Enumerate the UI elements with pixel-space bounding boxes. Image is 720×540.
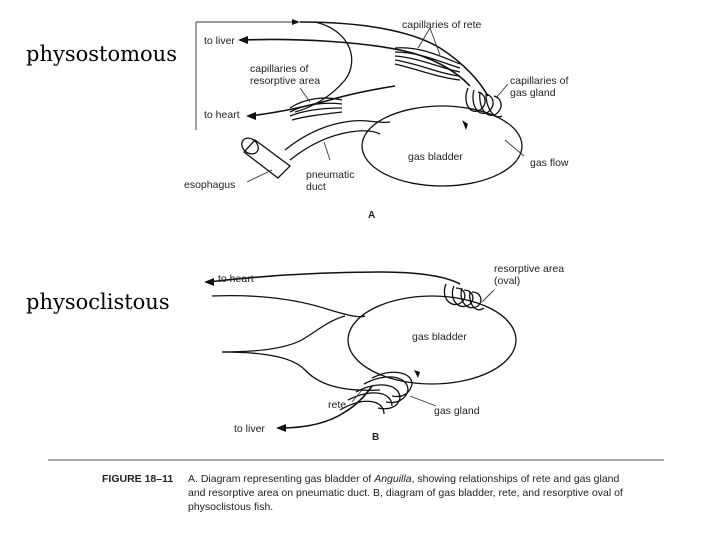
panel-b-letter: B	[372, 432, 379, 443]
pneumatic-duct-label-1: pneumatic	[306, 169, 354, 181]
gas-bladder-b	[347, 295, 517, 385]
panel-a-letter: A	[368, 210, 375, 221]
figure-caption: FIGURE 18–11 A. Diagram representing gas…	[48, 459, 664, 513]
gas-bladder-a	[361, 105, 523, 187]
gas-gland-capillaries	[465, 87, 503, 118]
figure-number: FIGURE 18–11	[102, 473, 173, 485]
caption-line-2: and resorptive area on pneumatic duct. B…	[188, 487, 623, 499]
gas-bladder-label-a: gas bladder	[408, 151, 463, 163]
rete-capillaries	[394, 47, 461, 81]
branch-upper	[221, 315, 346, 353]
to-heart-label-a: to heart	[204, 109, 240, 121]
to-liver-label-a: to liver	[204, 35, 235, 47]
resorptive-area-label-1: resorptive area	[494, 263, 564, 275]
pneumatic-duct-label-2: duct	[306, 181, 326, 193]
to-liver-label-b: to liver	[234, 423, 265, 435]
rete-label: rete	[328, 399, 346, 411]
branch-lower	[221, 351, 381, 391]
to-heart-vessel	[249, 85, 396, 117]
esophagus-label: esophagus	[184, 179, 235, 191]
to-liver-vessel-b	[279, 385, 373, 429]
physostomous-label: physostomous	[26, 42, 177, 66]
capillaries-of-rete-label: capillaries of rete	[402, 19, 482, 31]
physoclistous-label: physoclistous	[26, 290, 170, 314]
caption-line-1: A. Diagram representing gas bladder of A…	[188, 473, 620, 485]
to-heart-label-b: to heart	[218, 273, 254, 285]
gas-flow-label: gas flow	[530, 157, 569, 169]
caption-line-3: physoclistous fish.	[188, 501, 273, 513]
diagram-b: to heart resorptive area (oval) gas blad…	[204, 263, 564, 443]
gas-bladder-label-b: gas bladder	[412, 331, 467, 343]
pneumatic-duct-lower	[289, 130, 381, 161]
capillaries-gas-gland-label-1: capillaries of	[510, 75, 568, 87]
rete-capillaries-b	[339, 371, 413, 415]
esophagus-tube	[243, 139, 291, 179]
resorptive-capillaries	[289, 97, 343, 121]
capillaries-gas-gland-label-2: gas gland	[510, 87, 556, 99]
capillaries-resorptive-label-1: capillaries of	[250, 63, 308, 75]
to-heart-vessel-b	[207, 271, 461, 285]
upper-body-line	[211, 294, 366, 318]
resorptive-area-label-2: (oval)	[494, 275, 520, 287]
rete-outer-vessel	[299, 21, 489, 97]
capillaries-resorptive-label-2: resorptive area	[250, 75, 320, 87]
diagram-a: capillaries of rete to liver capillaries…	[184, 19, 569, 221]
hepatic-loop	[294, 21, 353, 113]
gas-gland-label: gas gland	[434, 405, 480, 417]
